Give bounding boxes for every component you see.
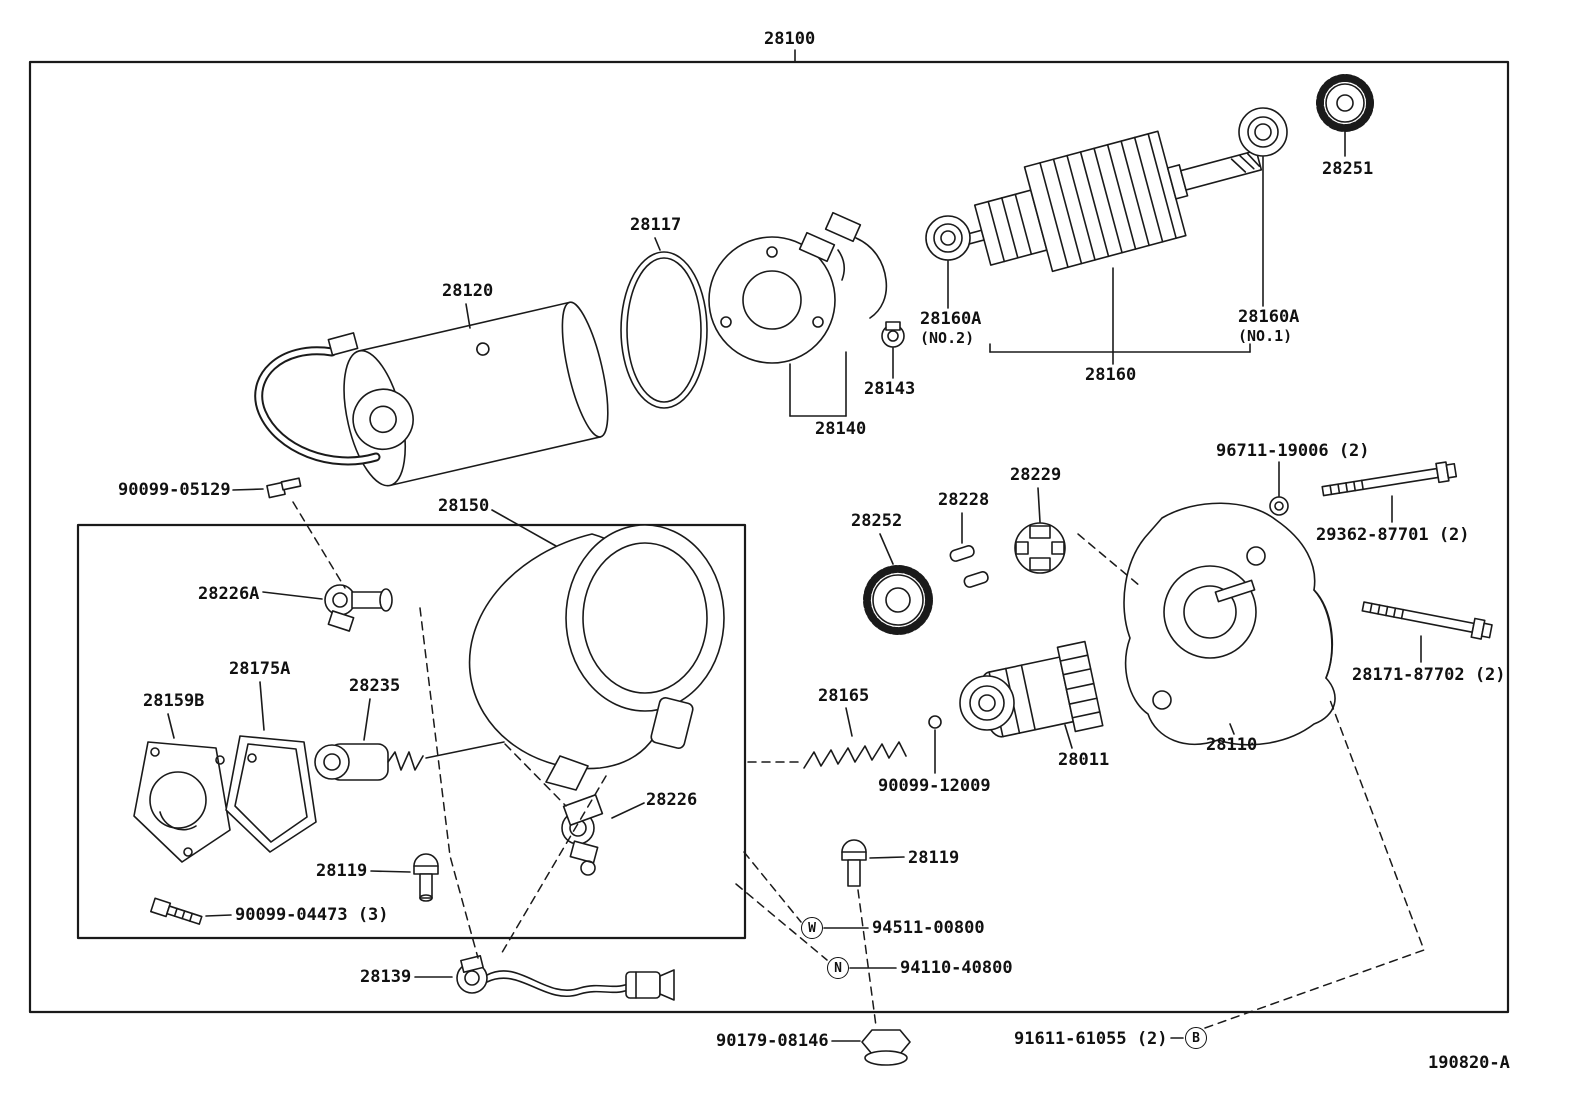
part-label-94511-00800: 94511-00800 bbox=[872, 918, 985, 938]
small-bolt-drawing bbox=[150, 897, 203, 925]
starter-yoke-drawing bbox=[343, 301, 609, 487]
part-label-90099-12009: 90099-12009 bbox=[878, 776, 991, 796]
part-label-28119-right: 28119 bbox=[908, 848, 960, 868]
bolt-28171-drawing bbox=[1361, 601, 1493, 640]
part-label-90099-05129: 90099-05129 bbox=[118, 480, 231, 500]
center-housing-drawing bbox=[468, 524, 725, 791]
marker-b-circle: B bbox=[1185, 1027, 1207, 1049]
part-label-90099-04473: 90099-04473 (3) bbox=[235, 905, 389, 925]
part-label-28160: 28160 bbox=[1085, 365, 1137, 385]
washer-drawing bbox=[1269, 496, 1289, 516]
part-label-94110-40800: 94110-40800 bbox=[900, 958, 1013, 978]
clutch-front-face bbox=[959, 675, 1015, 731]
part-label-29362-87701: 29362-87701 (2) bbox=[1316, 525, 1470, 545]
part-label-28100: 28100 bbox=[764, 29, 816, 49]
rollers-drawing bbox=[949, 545, 989, 588]
idler-gear-drawing bbox=[863, 565, 933, 635]
part-label-28117: 28117 bbox=[630, 215, 682, 235]
marker-w-circle: W bbox=[801, 917, 823, 939]
drive-housing-drawing bbox=[1123, 502, 1336, 746]
terminal-bolt-right-drawing bbox=[841, 839, 867, 887]
part-label-28235: 28235 bbox=[349, 676, 401, 696]
bearing-no1-drawing bbox=[1238, 107, 1288, 157]
gasket-drawing bbox=[225, 735, 317, 853]
part-label-28226: 28226 bbox=[646, 790, 698, 810]
bearing-no2-drawing bbox=[925, 215, 971, 261]
ball-drawing bbox=[928, 715, 942, 729]
part-label-28150: 28150 bbox=[438, 496, 490, 516]
part-label-28011: 28011 bbox=[1058, 750, 1110, 770]
part-label-96711-19006: 96711-19006 (2) bbox=[1216, 441, 1370, 461]
bolt-29362-drawing bbox=[1321, 461, 1458, 497]
pinion-gear-drawing bbox=[1316, 74, 1374, 132]
part-label-28143: 28143 bbox=[864, 379, 916, 399]
part-number: 28160A bbox=[920, 309, 982, 329]
part-label-28229: 28229 bbox=[1010, 465, 1062, 485]
o-ring-drawing bbox=[620, 251, 708, 409]
yoke-strap bbox=[254, 332, 381, 466]
part-label-28120: 28120 bbox=[442, 281, 494, 301]
brush-holder-drawing bbox=[708, 211, 888, 364]
magnet-switch-a-drawing bbox=[324, 584, 393, 632]
end-cover-drawing bbox=[133, 741, 231, 863]
part-label-28226a: 28226A bbox=[198, 584, 260, 604]
part-label-28140: 28140 bbox=[815, 419, 867, 439]
part-label-28139: 28139 bbox=[360, 967, 412, 987]
spring-drawing bbox=[803, 741, 907, 769]
part-label-91611-61055: 91611-61055 (2) bbox=[1014, 1029, 1168, 1049]
part-label-28175a: 28175A bbox=[229, 659, 291, 679]
clamp-drawing bbox=[881, 321, 905, 348]
part-label-90179-08146: 90179-08146 bbox=[716, 1031, 829, 1051]
lead-wire-drawing bbox=[456, 954, 675, 1001]
bearing-position-note: (NO.1) bbox=[1238, 327, 1293, 346]
armature-drawing bbox=[955, 130, 1263, 273]
bearing-position-note: (NO.2) bbox=[920, 329, 975, 348]
part-label-28159b: 28159B bbox=[143, 691, 205, 711]
leader-lines bbox=[167, 49, 1422, 1042]
part-label-28171-87702: 28171-87702 (2) bbox=[1352, 665, 1506, 685]
stud-drawing bbox=[266, 477, 302, 499]
part-number: 28160A bbox=[1238, 307, 1300, 327]
nut-drawing bbox=[861, 1029, 911, 1066]
part-label-28252: 28252 bbox=[851, 511, 903, 531]
part-label-28251: 28251 bbox=[1322, 159, 1374, 179]
part-label-28228: 28228 bbox=[938, 490, 990, 510]
terminal-bolt-left-drawing bbox=[413, 853, 439, 902]
part-label-28165: 28165 bbox=[818, 686, 870, 706]
part-label-28160a-no1: 28160A (NO.1) bbox=[1238, 307, 1300, 346]
part-label-28110: 28110 bbox=[1206, 735, 1258, 755]
assembly-dashed-lines bbox=[292, 501, 1425, 1029]
magnet-switch-drawing bbox=[561, 793, 604, 876]
doc-number: 190820-A bbox=[1428, 1053, 1510, 1073]
retainer-drawing bbox=[1014, 522, 1066, 574]
part-label-28119-left: 28119 bbox=[316, 861, 368, 881]
sub-assembly-box bbox=[76, 523, 747, 940]
plunger-drawing bbox=[314, 741, 505, 781]
diagram-frame bbox=[28, 60, 1510, 1014]
marker-n-circle: N bbox=[827, 957, 849, 979]
part-label-28160a-no2: 28160A (NO.2) bbox=[920, 309, 982, 348]
